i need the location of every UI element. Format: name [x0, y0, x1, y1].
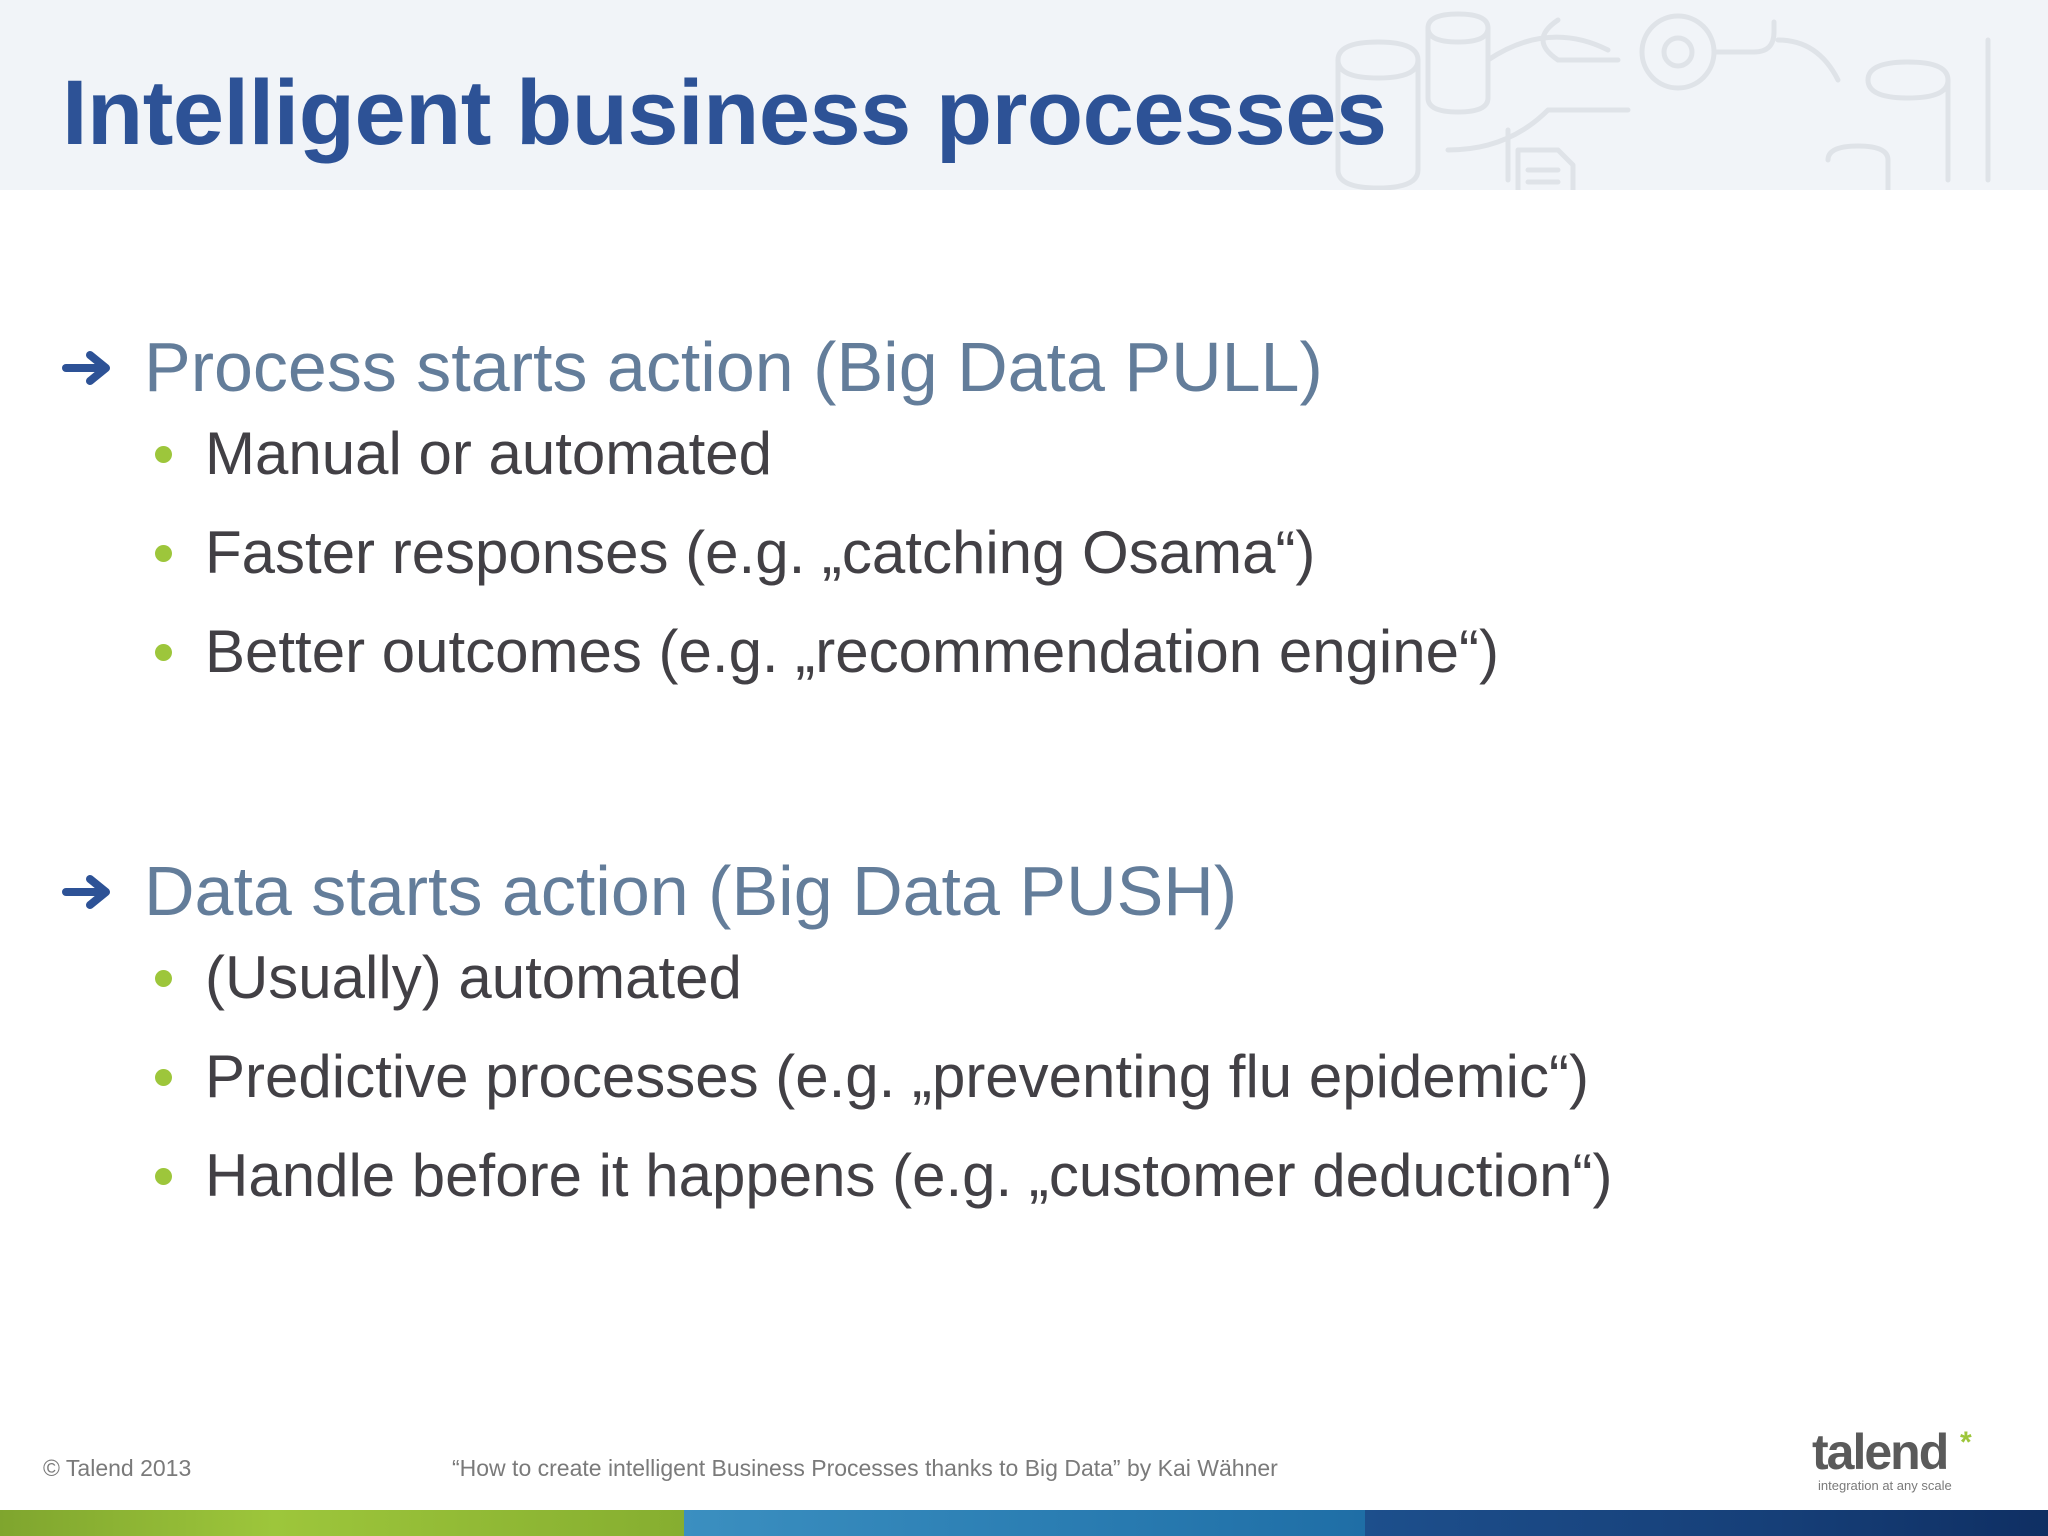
- talend-logo: talend * integration at any scale: [1812, 1424, 1972, 1496]
- section-heading-text: Process starts action (Big Data PULL): [144, 328, 1323, 406]
- arrow-right-icon: [62, 875, 110, 909]
- header-band: Intelligent business processes: [0, 0, 2048, 190]
- bullet-text: Manual or automated: [205, 420, 773, 487]
- bullet-text: Predictive processes (e.g. „preventing f…: [205, 1043, 1589, 1110]
- header-sketch-illustration: [1335, 11, 1991, 190]
- bar-segment-cyan: [684, 1510, 1365, 1536]
- section-heading-text: Data starts action (Big Data PUSH): [144, 852, 1238, 930]
- bullet-text: Faster responses (e.g. „catching Osama“): [205, 519, 1316, 586]
- bullet-dot-icon: [155, 545, 172, 562]
- footer-citation: “How to create intelligent Business Proc…: [452, 1455, 1278, 1481]
- bullet-dot-icon: [155, 446, 172, 463]
- bullet-text: (Usually) automated: [205, 944, 742, 1011]
- logo-tagline: integration at any scale: [1818, 1478, 1952, 1493]
- bullet-dot-icon: [155, 1069, 172, 1086]
- bullet-text: Handle before it happens (e.g. „customer…: [205, 1142, 1613, 1209]
- slide-title: Intelligent business processes: [62, 62, 1387, 164]
- logo-wordmark: talend: [1812, 1424, 1949, 1480]
- bottom-color-bar: [0, 1510, 2048, 1536]
- arrow-right-icon: [62, 351, 110, 385]
- bullet-dot-icon: [155, 970, 172, 987]
- bullet-text: Better outcomes (e.g. „recommendation en…: [205, 618, 1499, 685]
- bullet-dot-icon: [155, 1168, 172, 1185]
- footer-copyright: © Talend 2013: [43, 1455, 192, 1481]
- bar-segment-blue: [1365, 1510, 2048, 1536]
- logo-star-icon: *: [1960, 1426, 1972, 1459]
- bullet-dot-icon: [155, 644, 172, 661]
- bar-segment-green: [0, 1510, 684, 1536]
